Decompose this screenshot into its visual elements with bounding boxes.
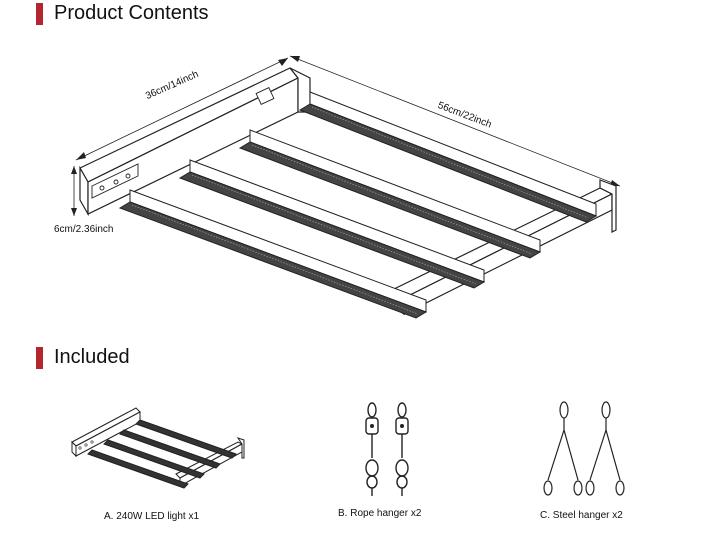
steel-hanger-icon <box>543 401 625 496</box>
product-contents-title: Product Contents <box>54 2 209 24</box>
light-bars <box>118 91 598 319</box>
led-chips <box>131 106 589 315</box>
included-heading: Included <box>36 346 130 369</box>
item-c-caption: C. Steel hanger x2 <box>540 510 623 521</box>
heading-accent-bar <box>36 346 43 369</box>
rope-hanger-icon <box>365 402 409 496</box>
left-end-rail <box>79 67 311 217</box>
item-a-caption: A. 240W LED light x1 <box>104 511 200 522</box>
led-fixture-illustration <box>71 55 621 319</box>
control-panel <box>91 87 275 199</box>
heading-accent-bar <box>36 2 43 25</box>
product-contents-heading: Product Contents <box>36 2 209 25</box>
included-title: Included <box>54 346 130 368</box>
height-dimension-label: 6cm/2.36inch <box>54 224 114 235</box>
led-light-icon <box>71 407 245 489</box>
item-b-caption: B. Rope hanger x2 <box>338 508 422 519</box>
dimension-lines <box>73 55 621 216</box>
